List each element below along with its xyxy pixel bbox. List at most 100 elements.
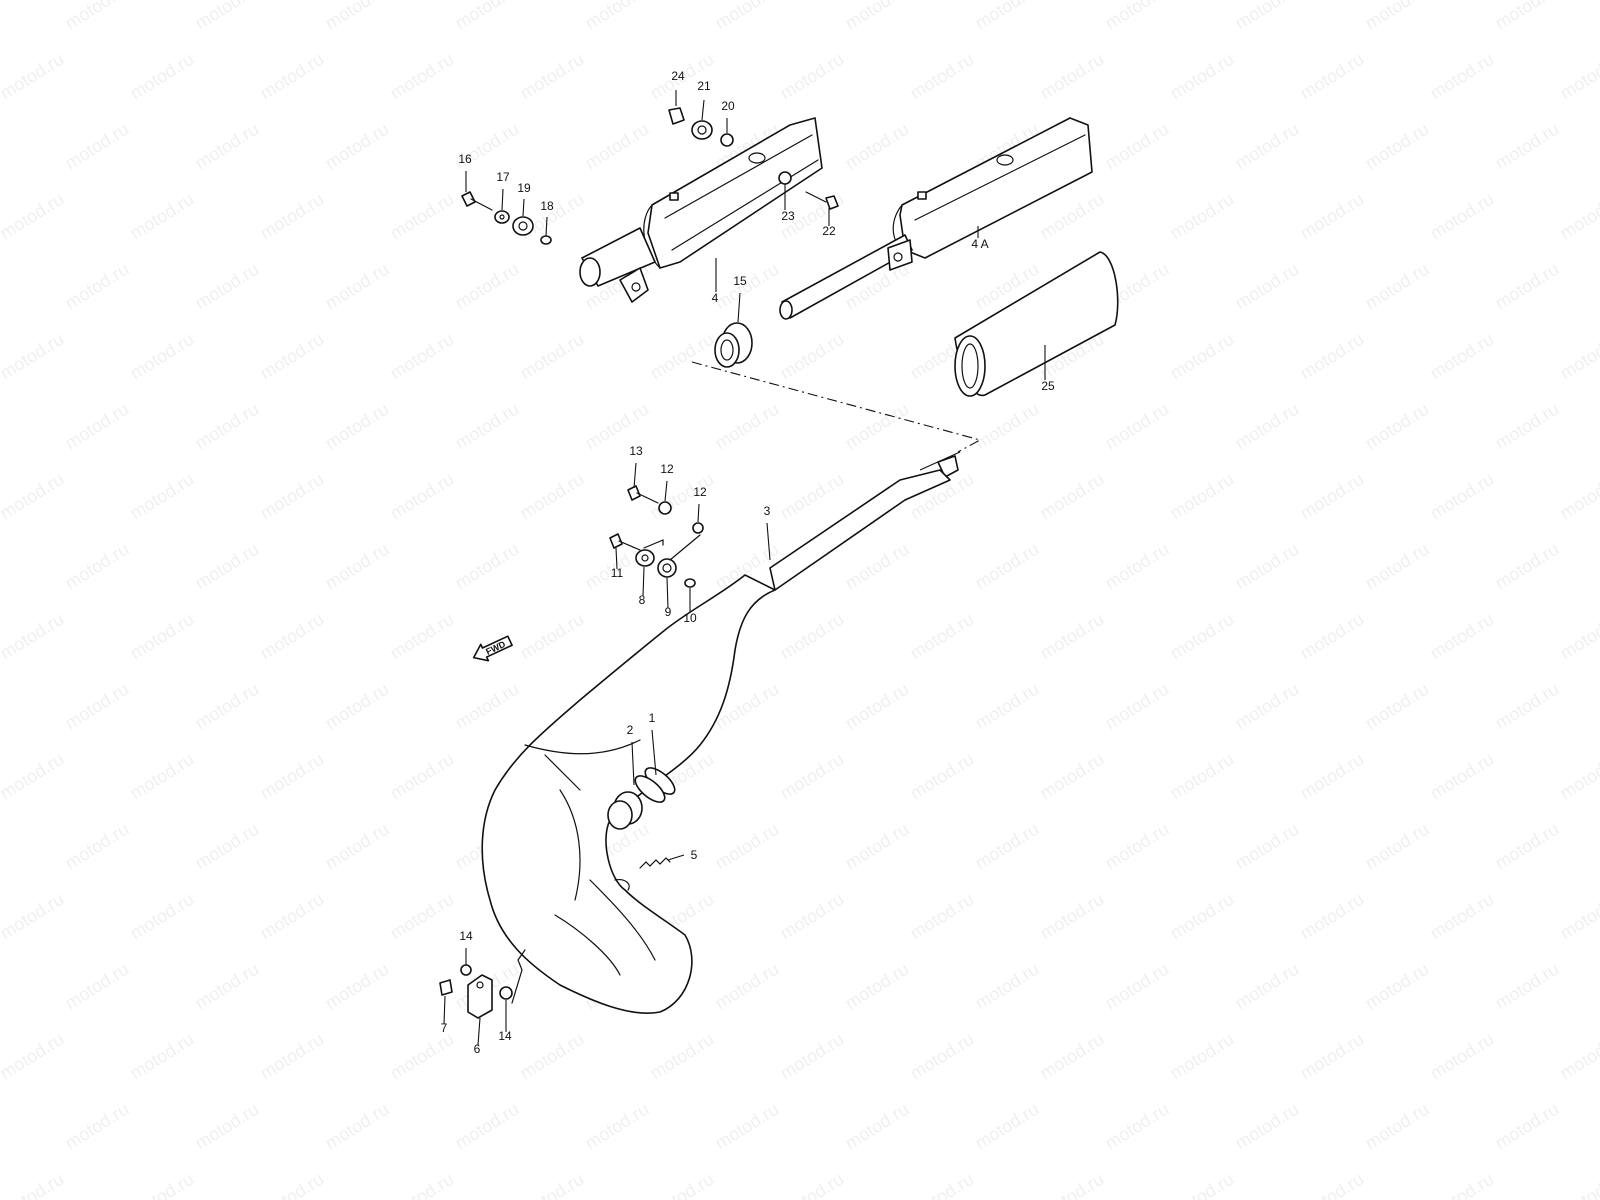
watermark-text: motod.ru bbox=[192, 539, 263, 594]
watermark-text: motod.ru bbox=[1102, 119, 1173, 174]
watermark-text: motod.ru bbox=[62, 119, 133, 174]
watermark-text: motod.ru bbox=[1297, 1169, 1368, 1200]
callout-label: 1 bbox=[649, 711, 656, 725]
watermark-text: motod.ru bbox=[1557, 189, 1600, 244]
watermark-text: motod.ru bbox=[0, 469, 67, 524]
watermark-text: motod.ru bbox=[907, 1029, 978, 1084]
watermark-text: motod.ru bbox=[257, 469, 328, 524]
watermark-text: motod.ru bbox=[777, 469, 848, 524]
watermark-text: motod.ru bbox=[1362, 119, 1433, 174]
watermark-text: motod.ru bbox=[1297, 609, 1368, 664]
watermark-text: motod.ru bbox=[1492, 119, 1563, 174]
watermark-text: motod.ru bbox=[517, 1029, 588, 1084]
watermark-text: motod.ru bbox=[712, 0, 783, 33]
muffler-4a bbox=[779, 117, 1093, 320]
watermark-text: motod.ru bbox=[517, 1169, 588, 1200]
watermark-text: motod.ru bbox=[0, 749, 67, 804]
watermark-text: motod.ru bbox=[1557, 49, 1600, 104]
watermark-text: motod.ru bbox=[1167, 889, 1238, 944]
watermark-text: motod.ru bbox=[127, 1169, 198, 1200]
watermark-text: motod.ru bbox=[322, 1099, 393, 1154]
watermark-text: motod.ru bbox=[777, 889, 848, 944]
watermark-text: motod.ru bbox=[322, 259, 393, 314]
callout-leaders bbox=[443, 90, 1046, 1046]
watermark-text: motod.ru bbox=[0, 0, 2, 33]
watermark-text: motod.ru bbox=[777, 49, 848, 104]
watermark-text: motod.ru bbox=[907, 889, 978, 944]
watermark-text: motod.ru bbox=[1427, 889, 1498, 944]
watermark-text: motod.ru bbox=[1362, 0, 1433, 33]
watermark-text: motod.ru bbox=[972, 679, 1043, 734]
watermark-text: motod.ru bbox=[192, 1099, 263, 1154]
watermark-text: motod.ru bbox=[647, 1169, 718, 1200]
watermark-text: motod.ru bbox=[1297, 189, 1368, 244]
watermark-text: motod.ru bbox=[1167, 749, 1238, 804]
watermark-text: motod.ru bbox=[0, 189, 67, 244]
watermark-text: motod.ru bbox=[452, 679, 523, 734]
watermark-text: motod.ru bbox=[192, 119, 263, 174]
watermark-text: motod.ru bbox=[1557, 1029, 1600, 1084]
fasteners-upper-left bbox=[461, 191, 552, 245]
watermark-text: motod.ru bbox=[387, 189, 458, 244]
watermark-text: motod.ru bbox=[192, 819, 263, 874]
watermark-text: motod.ru bbox=[1232, 259, 1303, 314]
watermark-text: motod.ru bbox=[1167, 329, 1238, 384]
seal-rings-1-2 bbox=[634, 767, 676, 803]
watermark-text: motod.ru bbox=[1102, 539, 1173, 594]
watermark-text: motod.ru bbox=[517, 189, 588, 244]
watermark-text: motod.ru bbox=[1492, 539, 1563, 594]
watermark-text: motod.ru bbox=[582, 0, 653, 33]
watermark-text: motod.ru bbox=[1297, 329, 1368, 384]
callout-label: 19 bbox=[517, 181, 531, 195]
watermark-text: motod.ru bbox=[127, 889, 198, 944]
watermark-text: motod.ru bbox=[0, 1099, 2, 1154]
watermark-text: motod.ru bbox=[1102, 399, 1173, 454]
watermark-text: motod.ru bbox=[0, 609, 67, 664]
watermark-text: motod.ru bbox=[1232, 0, 1303, 33]
fwd-arrow: FWD bbox=[472, 635, 513, 662]
watermark-text: motod.ru bbox=[452, 259, 523, 314]
watermark-text: motod.ru bbox=[1167, 1169, 1238, 1200]
watermark-text: motod.ru bbox=[0, 679, 2, 734]
watermark-text: motod.ru bbox=[1362, 539, 1433, 594]
callout-label: 14 bbox=[459, 929, 473, 943]
watermark-text: motod.ru bbox=[452, 0, 523, 33]
fasteners-bottom bbox=[439, 949, 526, 1019]
watermark-text: motod.ru bbox=[0, 819, 2, 874]
watermark-text: motod.ru bbox=[777, 609, 848, 664]
watermark-text: motod.ru bbox=[517, 329, 588, 384]
callout-label: 22 bbox=[822, 224, 836, 238]
watermark-text: motod.ru bbox=[1102, 679, 1173, 734]
watermark-text: motod.ru bbox=[127, 1029, 198, 1084]
watermark-text: motod.ru bbox=[1167, 49, 1238, 104]
watermark-text: motod.ru bbox=[1037, 1029, 1108, 1084]
watermark-text: motod.ru bbox=[387, 889, 458, 944]
watermark-text: motod.ru bbox=[452, 539, 523, 594]
watermark-text: motod.ru bbox=[127, 329, 198, 384]
watermark-text: motod.ru bbox=[62, 819, 133, 874]
watermark-text: motod.ru bbox=[1557, 1169, 1600, 1200]
expansion-chamber-3 bbox=[481, 455, 959, 1014]
callout-label: 18 bbox=[540, 199, 554, 213]
watermark-text: motod.ru bbox=[192, 679, 263, 734]
watermark-text: motod.ru bbox=[127, 469, 198, 524]
watermark-text: motod.ru bbox=[1427, 49, 1498, 104]
muffler-4 bbox=[579, 117, 823, 303]
watermark-text: motod.ru bbox=[1102, 1099, 1173, 1154]
watermark-text: motod.ru bbox=[1427, 329, 1498, 384]
watermark-text: motod.ru bbox=[647, 1029, 718, 1084]
fasteners-22-23 bbox=[778, 171, 839, 210]
watermark-text: motod.ru bbox=[1232, 819, 1303, 874]
callout-leader-line bbox=[651, 729, 657, 776]
watermark-text: motod.ru bbox=[257, 749, 328, 804]
watermark-text: motod.ru bbox=[972, 1099, 1043, 1154]
watermark-text: motod.ru bbox=[62, 399, 133, 454]
watermark-text: motod.ru bbox=[972, 0, 1043, 33]
callout-leader-line bbox=[615, 547, 618, 570]
watermark-text: motod.ru bbox=[1232, 119, 1303, 174]
watermark-text: motod.ru bbox=[0, 49, 67, 104]
watermark-text: motod.ru bbox=[1427, 1169, 1498, 1200]
callout-leader-line bbox=[701, 99, 705, 121]
watermark-text: motod.ru bbox=[1362, 399, 1433, 454]
